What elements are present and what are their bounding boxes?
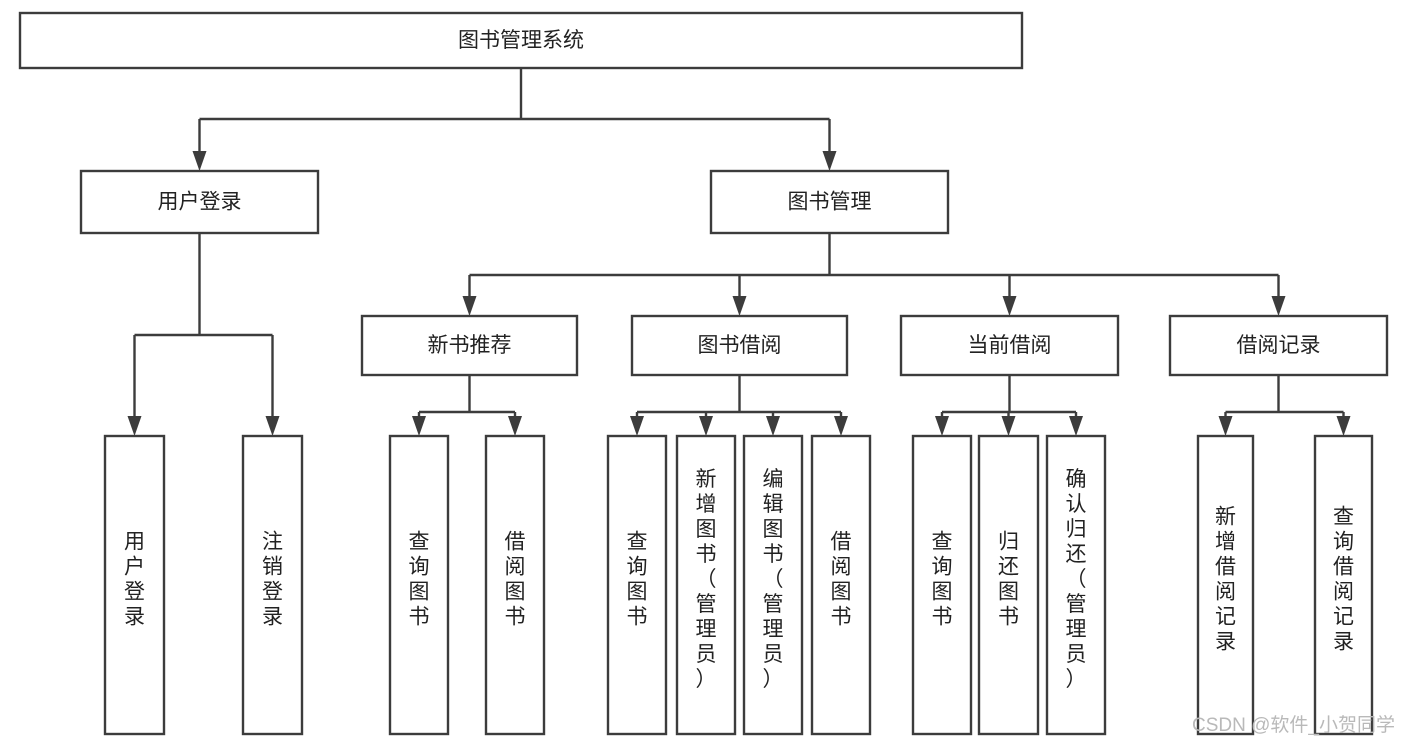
arrow-head-编辑图书管理员 bbox=[766, 416, 780, 436]
node-box-注销登录[interactable] bbox=[241, 434, 304, 736]
node-box-新书推荐[interactable] bbox=[360, 314, 579, 377]
arrow-head-新书推荐 bbox=[462, 296, 477, 316]
node-label-用户登录: 用户登录 bbox=[158, 191, 242, 214]
node-label-查询借阅记录: 查询借阅记录 bbox=[1333, 506, 1354, 654]
node-box-用户登录[interactable] bbox=[103, 434, 166, 736]
node-label-新增借阅记录: 新增借阅记录 bbox=[1215, 506, 1236, 654]
arrow-head-借阅图书 bbox=[834, 416, 848, 436]
node-查询借阅记录[interactable]: 查询借阅记录 bbox=[1313, 434, 1374, 736]
node-box-用户登录[interactable] bbox=[79, 169, 320, 235]
node-确认归还管理员[interactable]: 确认归还（管理员） bbox=[1045, 434, 1107, 736]
arrow-head-借阅记录 bbox=[1271, 296, 1286, 316]
node-归还图书[interactable]: 归还图书 bbox=[977, 434, 1040, 736]
arrow-head-注销登录 bbox=[265, 416, 280, 436]
connector-layer bbox=[127, 68, 1351, 436]
arrow-head-用户登录 bbox=[127, 416, 142, 436]
node-box-查询借阅记录[interactable] bbox=[1313, 434, 1374, 736]
arrow-head-用户登录 bbox=[192, 151, 207, 171]
node-新增借阅记录[interactable]: 新增借阅记录 bbox=[1196, 434, 1255, 736]
node-用户登录[interactable]: 用户登录 bbox=[79, 169, 320, 235]
node-编辑图书管理员[interactable]: 编辑图书（管理员） bbox=[742, 434, 804, 736]
node-查询图书[interactable]: 查询图书 bbox=[606, 434, 668, 736]
node-label-归还图书: 归还图书 bbox=[998, 531, 1019, 629]
node-label-用户登录: 用户登录 bbox=[124, 531, 145, 629]
node-用户登录[interactable]: 用户登录 bbox=[103, 434, 166, 736]
node-label-新书推荐: 新书推荐 bbox=[428, 334, 512, 357]
node-label-当前借阅: 当前借阅 bbox=[968, 334, 1052, 357]
node-box-借阅记录[interactable] bbox=[1168, 314, 1389, 377]
node-label-查询图书: 查询图书 bbox=[932, 531, 953, 629]
node-查询图书[interactable]: 查询图书 bbox=[911, 434, 973, 736]
arrow-head-图书管理 bbox=[822, 151, 837, 171]
node-新书推荐[interactable]: 新书推荐 bbox=[360, 314, 579, 377]
node-label-编辑图书管理员: 编辑图书（管理员） bbox=[763, 468, 784, 691]
node-box-查询图书[interactable] bbox=[911, 434, 973, 736]
node-图书管理系统[interactable]: 图书管理系统 bbox=[18, 11, 1024, 70]
node-label-确认归还管理员: 确认归还（管理员） bbox=[1066, 468, 1087, 691]
node-注销登录[interactable]: 注销登录 bbox=[241, 434, 304, 736]
node-label-注销登录: 注销登录 bbox=[262, 531, 283, 629]
node-box-查询图书[interactable] bbox=[388, 434, 450, 736]
node-label-借阅图书: 借阅图书 bbox=[831, 531, 852, 629]
arrow-head-新增图书管理员 bbox=[699, 416, 713, 436]
node-box-新增借阅记录[interactable] bbox=[1196, 434, 1255, 736]
node-layer: 图书管理系统用户登录图书管理新书推荐图书借阅当前借阅借阅记录用户登录注销登录查询… bbox=[18, 11, 1389, 736]
node-新增图书管理员[interactable]: 新增图书（管理员） bbox=[675, 434, 737, 736]
arrow-head-查询图书 bbox=[935, 416, 949, 436]
node-box-借阅图书[interactable] bbox=[484, 434, 546, 736]
node-box-图书管理系统[interactable] bbox=[18, 11, 1024, 70]
node-box-编辑图书管理员[interactable] bbox=[742, 434, 804, 736]
node-box-查询图书[interactable] bbox=[606, 434, 668, 736]
node-box-确认归还管理员[interactable] bbox=[1045, 434, 1107, 736]
node-box-当前借阅[interactable] bbox=[899, 314, 1120, 377]
arrow-head-借阅图书 bbox=[508, 416, 522, 436]
node-box-图书管理[interactable] bbox=[709, 169, 950, 235]
node-label-图书管理系统: 图书管理系统 bbox=[458, 29, 584, 52]
node-借阅图书[interactable]: 借阅图书 bbox=[484, 434, 546, 736]
node-label-图书管理: 图书管理 bbox=[788, 191, 872, 214]
csdn-watermark: CSDN @软件_小贺同学 bbox=[1192, 714, 1395, 736]
arrow-head-图书借阅 bbox=[732, 296, 747, 316]
arrow-head-归还图书 bbox=[1001, 416, 1016, 436]
node-label-图书借阅: 图书借阅 bbox=[698, 334, 782, 357]
arrow-head-查询图书 bbox=[412, 416, 426, 436]
node-box-借阅图书[interactable] bbox=[810, 434, 872, 736]
node-box-新增图书管理员[interactable] bbox=[675, 434, 737, 736]
node-label-新增图书管理员: 新增图书（管理员） bbox=[696, 468, 717, 691]
arrow-head-查询借阅记录 bbox=[1336, 416, 1351, 436]
node-label-借阅记录: 借阅记录 bbox=[1237, 334, 1321, 357]
node-图书借阅[interactable]: 图书借阅 bbox=[630, 314, 849, 377]
arrow-head-确认归还管理员 bbox=[1069, 416, 1083, 436]
arrow-head-当前借阅 bbox=[1002, 296, 1017, 316]
node-label-借阅图书: 借阅图书 bbox=[505, 531, 526, 629]
node-box-归还图书[interactable] bbox=[977, 434, 1040, 736]
node-借阅图书[interactable]: 借阅图书 bbox=[810, 434, 872, 736]
node-box-图书借阅[interactable] bbox=[630, 314, 849, 377]
node-借阅记录[interactable]: 借阅记录 bbox=[1168, 314, 1389, 377]
arrow-head-新增借阅记录 bbox=[1218, 416, 1233, 436]
node-label-查询图书: 查询图书 bbox=[409, 531, 430, 629]
node-查询图书[interactable]: 查询图书 bbox=[388, 434, 450, 736]
node-图书管理[interactable]: 图书管理 bbox=[709, 169, 950, 235]
node-label-查询图书: 查询图书 bbox=[627, 531, 648, 629]
arrow-head-查询图书 bbox=[630, 416, 644, 436]
node-当前借阅[interactable]: 当前借阅 bbox=[899, 314, 1120, 377]
